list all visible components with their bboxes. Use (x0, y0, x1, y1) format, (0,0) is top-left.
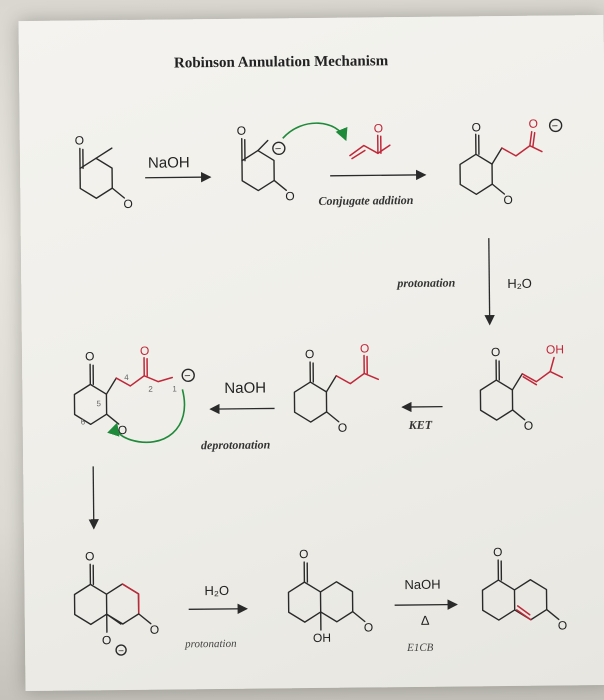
reagent-naoh: NaOH (148, 154, 190, 171)
atom-oh: OH (546, 342, 564, 356)
molecule-methyl-ketone-enolate: O O O 4 2 1 5 6 − (73, 344, 195, 444)
molecule-triketone: O O O (293, 341, 380, 435)
negative-charge-icon (272, 141, 286, 156)
mechanism-diagram: Robinson Annulation Mechanism O O NaOH O… (73, 53, 567, 657)
atom-o: O (85, 549, 94, 563)
molecule-methyl-vinyl-ketone: O (349, 121, 391, 160)
atom-o: O (524, 419, 533, 433)
minus-sign: − (552, 120, 559, 132)
minus-sign: − (184, 370, 191, 382)
reaction-arrow (209, 403, 275, 415)
step-label-protonation: protonation (396, 276, 455, 291)
reaction-arrow-down (88, 466, 99, 530)
atom-o: O (118, 423, 127, 437)
minus-sign: − (275, 143, 282, 155)
reagent-naoh: NaOH (224, 380, 266, 397)
molecule-bicyclic-alkoxide: O O O − (73, 549, 159, 657)
reaction-arrow (145, 171, 212, 183)
handout-paper: Robinson Annulation Mechanism O O NaOH O… (18, 14, 604, 692)
molecule-aldol-product: O O OH (287, 547, 373, 645)
molecule-enolate: O O − (237, 124, 295, 204)
step-label-protonation: protonation (184, 638, 237, 651)
atom-o: O (102, 633, 111, 647)
negative-charge-icon (115, 644, 127, 656)
atom-o: O (140, 344, 149, 358)
electron-flow-arrow (282, 122, 348, 142)
reaction-arrow (330, 169, 427, 181)
atom-o: O (529, 117, 538, 131)
atom-o: O (123, 197, 132, 211)
atom-oh: OH (313, 631, 331, 645)
electron-flow-arrow (107, 389, 186, 444)
step-label-ket: KET (408, 418, 433, 432)
atom-o: O (360, 341, 369, 355)
atom-o: O (285, 189, 294, 203)
atom-number: 4 (124, 373, 129, 382)
negative-charge-icon (548, 118, 563, 133)
reaction-arrow (394, 599, 458, 610)
heat-symbol: Δ (421, 613, 430, 628)
atom-o: O (338, 421, 347, 435)
atom-o: O (491, 345, 500, 359)
step-label-conjugate-addition: Conjugate addition (318, 193, 413, 208)
molecule-wieland-miescher-ketone: O O (481, 545, 567, 632)
reaction-arrow (188, 603, 248, 615)
molecule-michael-adduct-enolate: O O O − (459, 117, 563, 207)
atom-o: O (85, 349, 94, 363)
reaction-arrow-down (484, 238, 495, 326)
atom-o: O (75, 133, 84, 147)
atom-o: O (374, 121, 383, 135)
molecule-2-methylcyclohexanedione: O O (75, 133, 133, 211)
atom-number: 1 (172, 384, 177, 393)
minus-sign: − (118, 646, 124, 657)
atom-o: O (472, 120, 481, 134)
step-label-e1cb: E1CB (406, 642, 434, 654)
reagent-water: H₂O (204, 583, 229, 598)
atom-o: O (237, 124, 246, 138)
atom-number: 5 (96, 399, 101, 408)
reagent-naoh: NaOH (404, 577, 440, 592)
atom-o: O (150, 623, 159, 637)
atom-o: O (503, 193, 512, 207)
atom-o: O (364, 620, 373, 634)
atom-o: O (305, 347, 314, 361)
reagent-water: H₂O (507, 276, 532, 291)
molecule-enol: O O OH (479, 342, 564, 433)
atom-o: O (299, 547, 308, 561)
atom-number: 6 (81, 417, 86, 426)
step-label-deprotonation: deprotonation (201, 437, 271, 452)
atom-number: 2 (148, 385, 153, 394)
negative-charge-icon (181, 368, 195, 383)
atom-o: O (558, 618, 567, 632)
diagram-title: Robinson Annulation Mechanism (174, 53, 389, 71)
atom-o: O (493, 545, 502, 559)
